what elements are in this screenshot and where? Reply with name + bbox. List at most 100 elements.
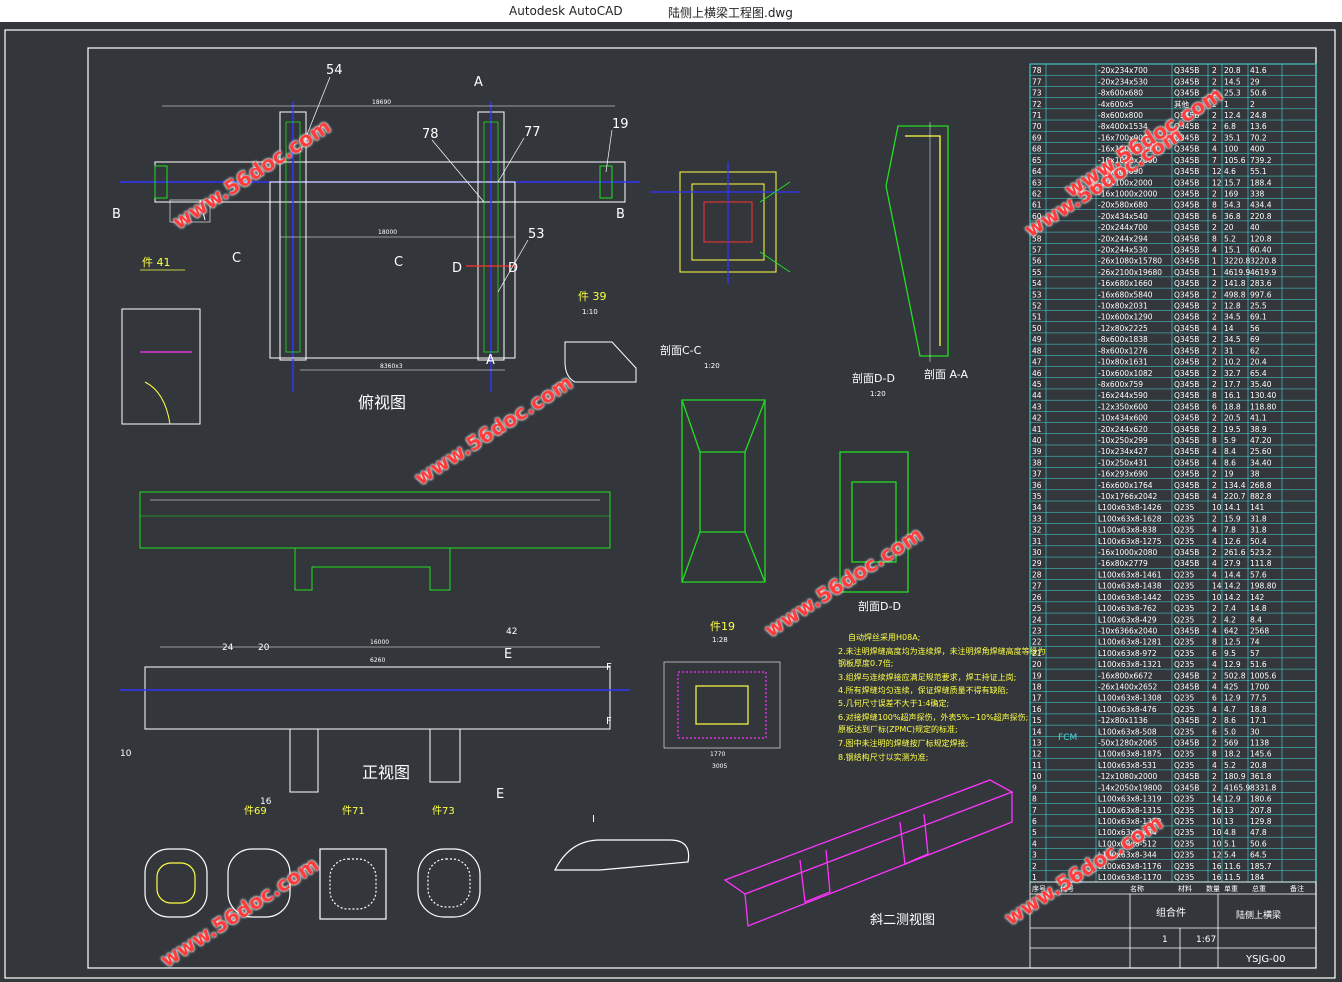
bom-cell: 28 (1032, 570, 1042, 579)
bom-cell: 71 (1032, 111, 1042, 120)
note-line-9: 8.钢结构尺寸以实测为准; (838, 752, 928, 762)
detail-i-title: I (592, 814, 595, 825)
bom-cell: 14.5 (1224, 77, 1241, 86)
section-dd1-title: 剖面D-D (852, 371, 895, 385)
bom-cell: 145.6 (1250, 750, 1272, 759)
bom-cell: 41.1 (1250, 414, 1267, 423)
bom-cell: L100x63x8-1315 (1098, 806, 1162, 815)
bom-cell: 69 (1032, 133, 1042, 142)
section-letter-a-bottom: A (486, 353, 495, 368)
bom-cell: 4619.9 (1224, 268, 1250, 277)
bom-cell: Q345B (1174, 77, 1199, 86)
section-letter-e-top: E (504, 647, 512, 662)
bom-cell: 27 (1032, 582, 1042, 591)
bom-cell: Q235 (1174, 750, 1194, 759)
bom-cell: 43 (1032, 402, 1042, 411)
bom-cell: 25.5 (1250, 302, 1267, 311)
bom-cell: L100x63x8-1438 (1098, 582, 1162, 591)
bom-cell: 220.8 (1250, 212, 1272, 221)
bom-cell: 100 (1224, 145, 1239, 154)
bom-cell: L100x63x8-1281 (1098, 638, 1162, 647)
bom-cell: 14 (1032, 727, 1042, 736)
bom-cell: 33 (1032, 514, 1042, 523)
bom-cell: Q235 (1174, 593, 1194, 602)
bom-cell: 15.9 (1224, 514, 1241, 523)
bom-cell: -8x600x759 (1098, 380, 1143, 389)
bom-cell: 169 (1224, 189, 1239, 198)
bom-cell: 30 (1032, 548, 1042, 557)
bom-cell: 5.1 (1224, 839, 1236, 848)
bom-cell: L100x63x8-1628 (1098, 514, 1162, 523)
bom-cell: 4.7 (1224, 705, 1236, 714)
bom-cell: 54 (1032, 279, 1042, 288)
bom-cell: Q235 (1174, 660, 1194, 669)
bom-cell: 12.9 (1224, 694, 1241, 703)
bom-cell: -12x350x600 (1098, 402, 1148, 411)
bom-cell: Q345B (1174, 402, 1199, 411)
bom-cell: 69 (1250, 335, 1260, 344)
bom-cell: 5.2 (1224, 761, 1236, 770)
bom-cell: 6.8 (1224, 122, 1236, 131)
bom-cell: -14x2050x19800 (1098, 783, 1162, 792)
bom-cell: 2 (1212, 122, 1217, 131)
note-line-5: 5.几何尺寸误差不大于1:4确定; (838, 698, 949, 708)
bom-cell: 642 (1224, 626, 1239, 635)
bom-cell: 56 (1032, 257, 1042, 266)
bom-cell: 523.2 (1250, 548, 1272, 557)
bom-cell: 198.80 (1250, 582, 1276, 591)
section-cc-title: 剖面C-C (660, 343, 702, 357)
bom-cell: 17 (1032, 694, 1042, 703)
drawing-canvas[interactable]: 18690 18000 8360x3 54 78 77 19 53 A A B … (0, 22, 1342, 982)
dim-part19-outer: 3005 (712, 763, 727, 770)
bom-cell: -10x1000x2000 (1098, 156, 1158, 165)
bom-cell: 7 (1032, 806, 1037, 815)
bom-cell: 2 (1212, 66, 1217, 75)
bom-cell: Q345B (1174, 783, 1199, 792)
title-part-name: 陆侧上横梁 (1236, 909, 1281, 921)
dim-front-length: 16000 (370, 639, 389, 646)
cad-drawing[interactable]: 18690 18000 8360x3 54 78 77 19 53 A A B … (0, 22, 1342, 982)
bom-cell: -8x600x1276 (1098, 346, 1148, 355)
bom-cell: 425 (1224, 683, 1239, 692)
bom-cell: Q345B (1174, 458, 1199, 467)
bom-cell: 8 (1212, 750, 1217, 759)
note-line-0: 自动焊丝采用H08A; (848, 632, 920, 642)
bom-cell: L100x63x8-1875 (1098, 750, 1162, 759)
bom-cell: -16x1000x2080 (1098, 548, 1158, 557)
bom-cell: 24.8 (1250, 111, 1267, 120)
bom-cell: 7.8 (1224, 526, 1236, 535)
bom-cell: 12.4 (1224, 111, 1241, 120)
bom-cell: 其他 (1174, 99, 1190, 109)
bom-cell: Q345B (1174, 178, 1199, 187)
bom-cell: 52 (1032, 302, 1042, 311)
bom-cell: 2 (1212, 111, 1217, 120)
bom-cell: Q345B (1174, 772, 1199, 781)
section-aa-title: 剖面 A-A (924, 367, 969, 381)
bom-cell: -8x600x800 (1098, 111, 1143, 120)
bom-cell: 2 (1212, 470, 1217, 479)
bom-cell: L100x63x8-1176 (1098, 862, 1162, 871)
bom-cell: 4 (1212, 324, 1217, 333)
bom-cell: Q345B (1174, 559, 1199, 568)
bom-cell: Q345B (1174, 268, 1199, 277)
bom-cell: 34.5 (1224, 335, 1241, 344)
bom-cell: 361.8 (1250, 772, 1272, 781)
bom-cell: Q345B (1174, 167, 1199, 176)
bom-cell: Q345B (1174, 212, 1199, 221)
bom-cell: Q345B (1174, 548, 1199, 557)
bom-cell: 130.40 (1250, 391, 1276, 400)
bom-cell: 2 (1212, 279, 1217, 288)
part39-title: 件 39 (578, 290, 607, 303)
section-letter-b-right: B (616, 207, 625, 222)
bom-cell: Q235 (1174, 727, 1194, 736)
bom-cell: 25.60 (1250, 447, 1272, 456)
bom-cell: 18.2 (1224, 750, 1241, 759)
callout-78: 78 (422, 127, 439, 142)
bom-cell: 2 (1212, 369, 1217, 378)
bom-cell: 51 (1032, 313, 1042, 322)
bom-cell: 20.5 (1224, 414, 1241, 423)
bom-cell: 4.6 (1224, 167, 1236, 176)
bom-cell: 25 (1032, 604, 1042, 613)
section-letter-a-top: A (474, 75, 483, 90)
callout-53: 53 (528, 227, 545, 242)
